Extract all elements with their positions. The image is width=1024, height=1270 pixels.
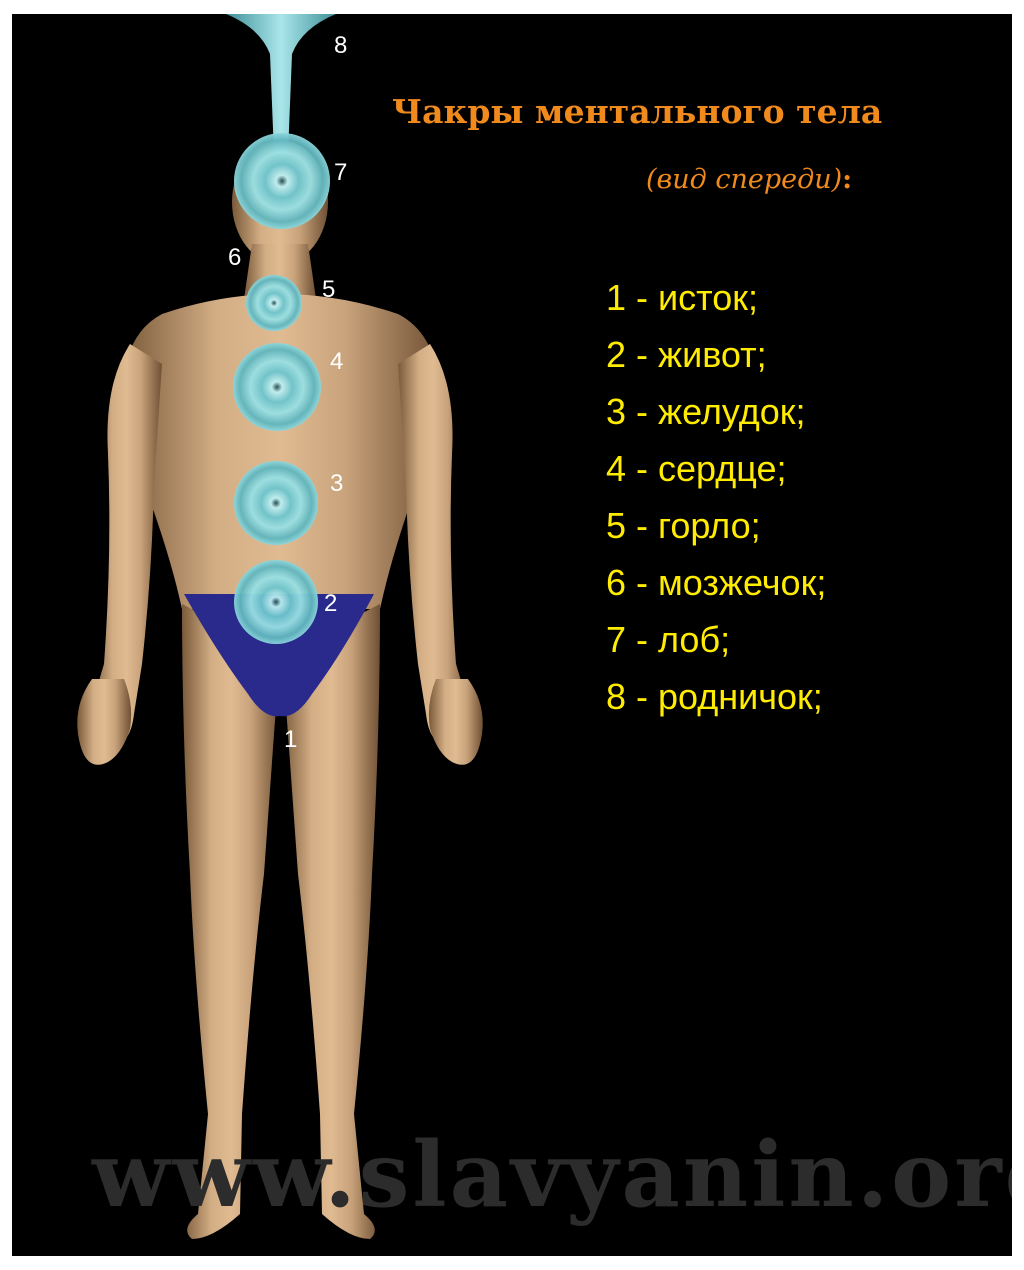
diagram-canvas: 8 7 6 5 4 3 2 1 Чакры ментального тела (… [12, 14, 1012, 1256]
subtitle-close-paren: ) [832, 164, 843, 195]
diagram-subtitle: (вид спереди): [646, 164, 852, 195]
legend-item: 2 - живот; [606, 326, 826, 383]
marker-2: 2 [324, 592, 337, 616]
legend-item: 3 - желудок; [606, 383, 826, 440]
chakra-legend: 1 - исток; 2 - живот; 3 - желудок; 4 - с… [606, 269, 826, 725]
chakra-3-disc [234, 461, 318, 545]
marker-7: 7 [334, 161, 347, 185]
legend-item: 8 - родничок; [606, 668, 826, 725]
subtitle-open-paren: ( [646, 164, 657, 195]
legend-item: 5 - горло; [606, 497, 826, 554]
human-body-figure [12, 14, 1012, 1256]
chakra-7-disc [234, 133, 330, 229]
diagram-title: Чакры ментального тела [392, 92, 882, 131]
marker-5: 5 [322, 278, 335, 302]
chakra-5-disc [246, 275, 302, 331]
marker-4: 4 [330, 350, 343, 374]
legend-item: 1 - исток; [606, 269, 826, 326]
marker-8: 8 [334, 34, 347, 58]
chakra-4-disc [233, 343, 321, 431]
legend-item: 4 - сердце; [606, 440, 826, 497]
marker-3: 3 [330, 472, 343, 496]
legend-item: 6 - мозжечок; [606, 554, 826, 611]
marker-1: 1 [284, 728, 297, 752]
subtitle-colon: : [842, 164, 852, 195]
chakra-8-funnel [226, 14, 336, 154]
subtitle-text: вид спереди [657, 164, 832, 195]
legend-item: 7 - лоб; [606, 611, 826, 668]
marker-6: 6 [228, 246, 241, 270]
chakra-2-disc [234, 560, 318, 644]
watermark: www.slavyanin.org [92, 1122, 1012, 1228]
